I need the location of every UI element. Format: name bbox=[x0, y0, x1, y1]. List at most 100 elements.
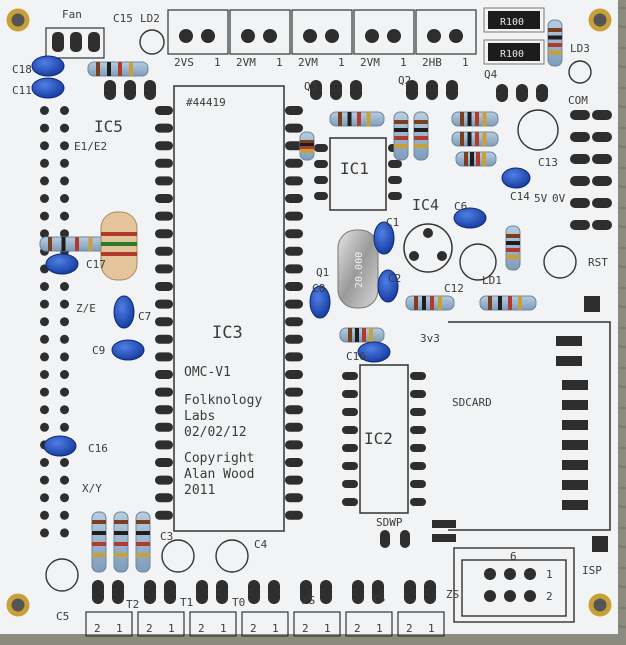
label-3v3: 3v3 bbox=[420, 332, 440, 345]
label-c1: C1 bbox=[386, 216, 399, 229]
bottom-pin-left: 2 bbox=[146, 622, 153, 635]
ic3-footprint bbox=[155, 85, 303, 532]
terminal-pin: 1 bbox=[276, 56, 283, 69]
bottom-pin-right: 1 bbox=[428, 622, 435, 635]
label-c16a: C16 bbox=[88, 442, 108, 455]
misc-pads bbox=[104, 80, 612, 548]
label-fan: Fan bbox=[62, 8, 82, 21]
label-isp-6: 6 bbox=[510, 550, 517, 563]
label-ic1: IC1 bbox=[340, 159, 369, 178]
ceramic-capacitors bbox=[31, 55, 531, 457]
label-r100a: R100 bbox=[500, 17, 524, 28]
bottom-connectors bbox=[85, 580, 445, 637]
label-ic5: IC5 bbox=[94, 117, 123, 136]
label-c2: C2 bbox=[388, 272, 401, 285]
bottom-pin-right: 1 bbox=[324, 622, 331, 635]
bottom-pin-left: 2 bbox=[198, 622, 205, 635]
board-info-text: OMC-V1 Folknology Labs 02/02/12 Copyrigh… bbox=[184, 365, 262, 498]
label-c8: C8 bbox=[312, 282, 325, 295]
label-t0: T0 bbox=[232, 596, 245, 609]
label-c11: C11 bbox=[12, 84, 32, 97]
label-ic2: IC2 bbox=[364, 429, 393, 448]
crystal-marking: 20.000 bbox=[354, 252, 365, 288]
label-ys: YS bbox=[372, 592, 385, 605]
label-c9: C9 bbox=[92, 344, 105, 357]
label-c16b: C16 bbox=[346, 350, 366, 363]
ic2-footprint bbox=[342, 364, 426, 514]
bottom-pin-left: 2 bbox=[406, 622, 413, 635]
text-line-4: 02/02/12 bbox=[184, 425, 247, 440]
label-c15: C15 bbox=[113, 12, 133, 25]
label-0v: 0V bbox=[552, 192, 566, 205]
sdcard-socket bbox=[432, 296, 611, 552]
label-zs: ZS bbox=[446, 588, 459, 601]
label-isp: ISP bbox=[582, 564, 602, 577]
top-terminal-blocks bbox=[167, 9, 477, 55]
terminal-pin: 1 bbox=[462, 56, 469, 69]
bottom-pin-left: 2 bbox=[94, 622, 101, 635]
text-line-1: OMC-V1 bbox=[184, 365, 231, 380]
terminal-label: 2VS bbox=[174, 56, 194, 69]
through-hole-resistors bbox=[39, 19, 563, 573]
r100-resistors bbox=[483, 7, 545, 65]
isp-header bbox=[453, 547, 575, 623]
label-xs: XS bbox=[302, 594, 315, 607]
label-c3: C3 bbox=[160, 530, 173, 543]
label-5v: 5V bbox=[534, 192, 548, 205]
label-c7: C7 bbox=[138, 310, 151, 323]
terminal-label: 2VM bbox=[298, 56, 318, 69]
ic4-regulator bbox=[403, 223, 453, 273]
bottom-pin-right: 1 bbox=[376, 622, 383, 635]
label-c5: C5 bbox=[56, 610, 69, 623]
label-ld3: LD3 bbox=[570, 42, 590, 55]
terminal-label: 2VM bbox=[236, 56, 256, 69]
label-q3: Q3 bbox=[304, 80, 317, 93]
label-hex: #44419 bbox=[186, 96, 226, 109]
label-sdwp: SDWP bbox=[376, 516, 403, 529]
label-e1e2: E1/E2 bbox=[74, 140, 107, 153]
label-t1: T1 bbox=[180, 596, 193, 609]
bottom-pin-right: 1 bbox=[272, 622, 279, 635]
label-ld2: LD2 bbox=[140, 12, 160, 25]
label-r100b: R100 bbox=[500, 49, 524, 60]
crystal-oscillator bbox=[337, 229, 379, 309]
mounting-holes bbox=[6, 8, 612, 617]
bottom-pin-right: 1 bbox=[220, 622, 227, 635]
text-line-5: Copyright bbox=[184, 451, 254, 466]
label-q1: Q1 bbox=[316, 266, 329, 279]
label-ic3: IC3 bbox=[212, 323, 243, 343]
label-ze: Z/E bbox=[76, 302, 96, 315]
label-c4: C4 bbox=[254, 538, 268, 551]
text-line-3: Labs bbox=[184, 409, 215, 424]
silkscreen-labels: Fan C15 LD2 C18 C11 IC5 E1/E2 C17 Z/E C7… bbox=[12, 8, 608, 623]
label-ic4: IC4 bbox=[412, 196, 439, 214]
label-q2: Q2 bbox=[398, 74, 411, 87]
label-t2: T2 bbox=[126, 598, 139, 611]
label-c17: C17 bbox=[86, 258, 106, 271]
bottom-pin-left: 2 bbox=[354, 622, 361, 635]
bottom-pin-right: 1 bbox=[168, 622, 175, 635]
text-line-7: 2011 bbox=[184, 483, 215, 498]
bottom-pin-left: 2 bbox=[250, 622, 257, 635]
fan-header bbox=[45, 27, 105, 59]
label-sdcard: SDCARD bbox=[452, 396, 492, 409]
bottom-pin-left: 2 bbox=[302, 622, 309, 635]
terminal-pin: 1 bbox=[338, 56, 345, 69]
label-rst: RST bbox=[588, 256, 608, 269]
label-q4: Q4 bbox=[484, 68, 498, 81]
bottom-pin-right: 1 bbox=[116, 622, 123, 635]
bottom-connector-labels: 2 1 2 1 2 1 2 1 2 1 2 1 2 1 bbox=[94, 622, 435, 635]
led-outlines bbox=[45, 29, 592, 592]
power-resistor bbox=[100, 211, 138, 281]
text-line-2: Folknology bbox=[184, 393, 262, 408]
label-c12: C12 bbox=[444, 282, 464, 295]
text-line-6: Alan Wood bbox=[184, 467, 254, 482]
terminal-pin: 1 bbox=[214, 56, 221, 69]
label-c14: C14 bbox=[510, 190, 530, 203]
ic5-pin-columns bbox=[40, 106, 69, 538]
terminal-pin: 1 bbox=[400, 56, 407, 69]
terminal-label: 2HB bbox=[422, 56, 442, 69]
label-c6: C6 bbox=[454, 200, 467, 213]
